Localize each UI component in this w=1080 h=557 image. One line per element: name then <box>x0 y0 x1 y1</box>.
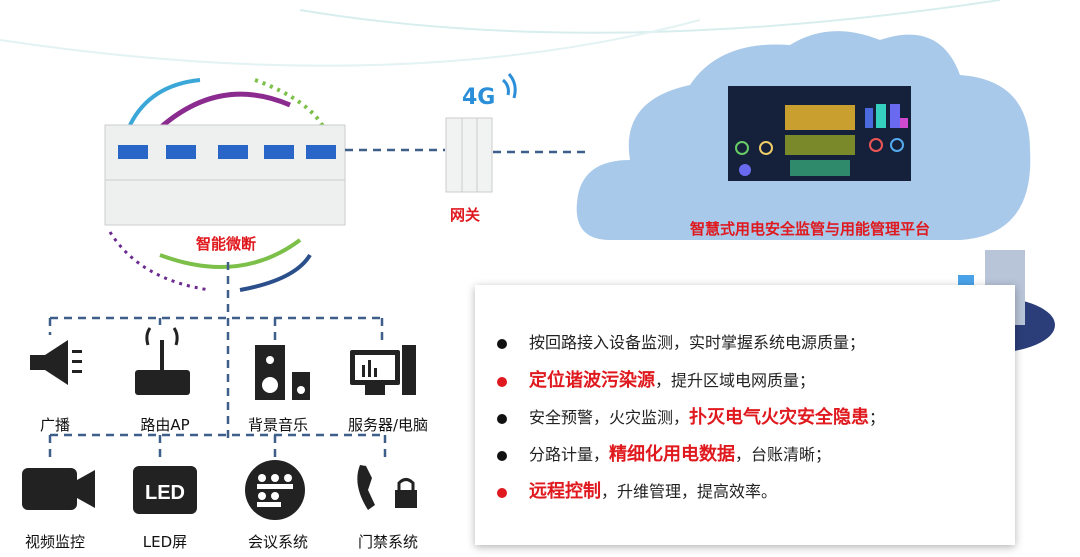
feature-item: 分路计量，精细化用电数据，台账清晰； <box>497 440 831 466</box>
feature-text: ； <box>869 408 886 427</box>
meeting-icon <box>245 460 305 520</box>
device-label: 门禁系统 <box>357 533 418 551</box>
decor-line <box>0 19 701 67</box>
feature-text: ，升维管理，提高效率。 <box>601 482 778 501</box>
arc <box>239 253 312 292</box>
gateway-device <box>445 117 493 193</box>
arc <box>128 78 201 126</box>
router-icon <box>135 327 190 395</box>
computer-icon <box>350 345 416 395</box>
gateway-label: 网关 <box>450 206 481 224</box>
feature-list: 按回路接入设备监测，实时掌握系统电源质量； 定位谐波污染源，提升区域电网质量； 安全… <box>475 285 1015 545</box>
feature-text: 按回路接入设备监测，实时掌握系统电源质量； <box>529 333 866 352</box>
bullet-icon <box>497 376 507 387</box>
signal-icon <box>501 72 517 99</box>
feature-text: 安全预警，火灾监测， <box>529 408 690 427</box>
speaker-icon <box>255 345 310 400</box>
arc <box>254 78 327 131</box>
network-4g-label: 4G <box>462 85 496 110</box>
megaphone-icon <box>30 340 82 385</box>
feature-text: ，台账清晰； <box>735 445 832 464</box>
breaker-label: 智能微断 <box>196 233 256 254</box>
connection-lines <box>48 148 590 462</box>
feature-highlight: 远程控制 <box>529 481 601 502</box>
platform-label: 智慧式用电安全监管与用能管理平台 <box>690 220 931 238</box>
feature-highlight: 精细化用电数据 <box>609 444 736 465</box>
device-label: 路由AP <box>140 416 190 434</box>
feature-item: 安全预警，火灾监测，扑灭电气火灾安全隐患； <box>497 403 885 429</box>
device-label: 背景音乐 <box>247 416 308 434</box>
bullet-icon <box>497 413 507 424</box>
bullet-icon <box>497 450 507 461</box>
arc <box>108 231 211 292</box>
breaker-label-text: 智能微断 <box>196 235 257 253</box>
bullet-icon <box>497 487 507 498</box>
feature-text: ，提升区域电网质量； <box>655 371 816 390</box>
feature-item: 按回路接入设备监测，实时掌握系统电源质量； <box>497 329 865 353</box>
decor-line <box>299 0 1001 34</box>
dashboard-screenshot <box>728 86 911 181</box>
device-label: 广播 <box>39 416 70 434</box>
feature-item: 定位谐波污染源，提升区域电网质量； <box>497 366 815 392</box>
bullet-icon <box>497 338 507 349</box>
video-camera-icon <box>22 468 95 510</box>
svg-text:LED: LED <box>145 482 185 504</box>
access-control-icon <box>357 465 417 510</box>
arc <box>159 238 302 269</box>
feature-highlight: 定位谐波污染源 <box>529 370 655 391</box>
device-label: 视频监控 <box>24 533 85 551</box>
arc <box>158 91 291 130</box>
device-label: 会议系统 <box>247 533 308 551</box>
smart-breaker <box>104 124 346 226</box>
device-label: 服务器/电脑 <box>347 416 429 434</box>
led-screen-icon: LED <box>133 466 197 514</box>
feature-highlight: 扑灭电气火灾安全隐患 <box>689 407 870 428</box>
device-label: LED屏 <box>142 533 188 551</box>
feature-text: 分路计量， <box>529 445 610 464</box>
feature-item: 远程控制，升维管理，提高效率。 <box>497 477 777 503</box>
